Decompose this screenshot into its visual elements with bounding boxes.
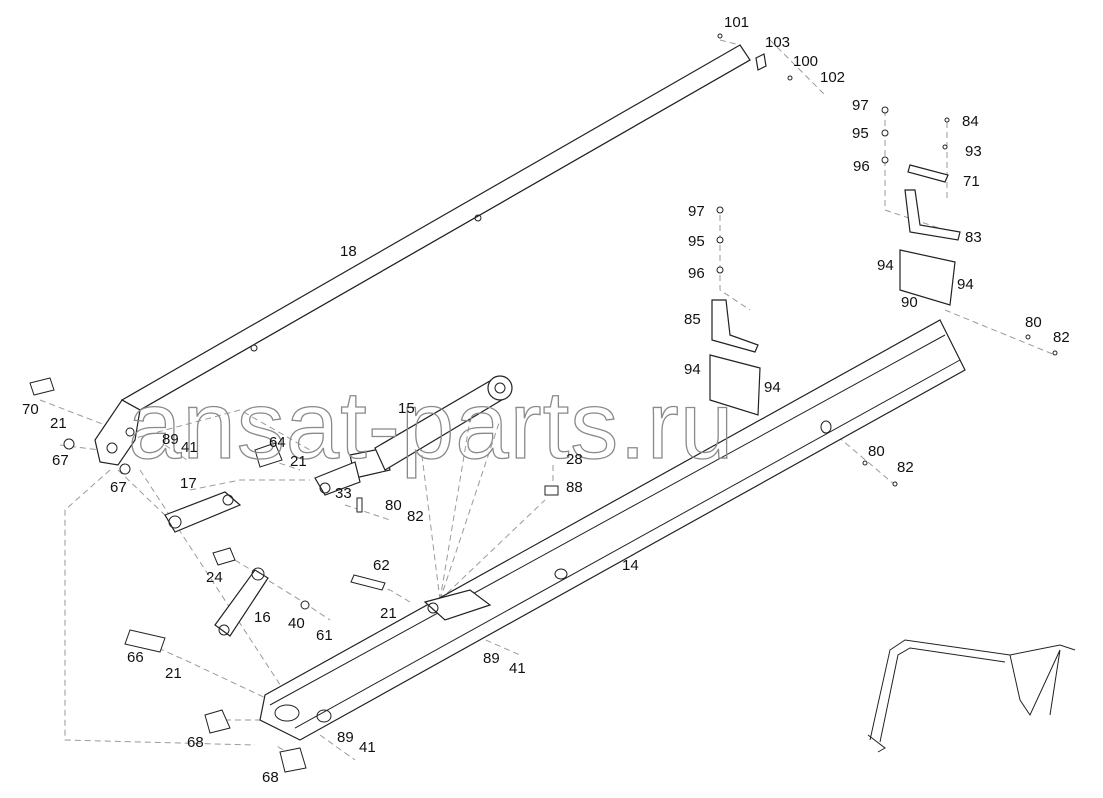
callout-15: 15 — [398, 400, 415, 417]
bracket-part-103 — [755, 53, 767, 71]
mount-bracket-part-83 — [904, 164, 961, 241]
callout-80c: 80 — [868, 443, 885, 460]
callout-64: 64 — [269, 434, 286, 451]
callout-94c: 94 — [684, 361, 701, 378]
callout-100: 100 — [793, 53, 818, 70]
callout-97b: 97 — [688, 203, 705, 220]
link-part-16 — [214, 567, 269, 637]
link-part-17 — [164, 491, 242, 533]
callout-83: 83 — [965, 229, 982, 246]
plate-part-71 — [907, 164, 949, 183]
callout-14: 14 — [622, 557, 639, 574]
callout-62: 62 — [373, 557, 390, 574]
callout-21b: 21 — [290, 453, 307, 470]
callout-41b: 41 — [509, 660, 526, 677]
callout-82a: 82 — [1053, 329, 1070, 346]
callout-66: 66 — [127, 649, 144, 666]
callout-40: 40 — [288, 615, 305, 632]
callout-90: 90 — [901, 294, 918, 311]
callout-68a: 68 — [187, 734, 204, 751]
callout-97a: 97 — [852, 97, 869, 114]
callout-33: 33 — [335, 485, 352, 502]
callout-103: 103 — [765, 34, 790, 51]
callout-102: 102 — [820, 69, 845, 86]
callout-82c: 82 — [897, 459, 914, 476]
bracket-part-85 — [711, 299, 759, 353]
callout-28: 28 — [566, 451, 583, 468]
callout-41c: 41 — [359, 739, 376, 756]
callout-93: 93 — [965, 143, 982, 160]
callout-67b: 67 — [110, 479, 127, 496]
brackets-part-90 — [709, 249, 956, 416]
callout-80b: 80 — [385, 497, 402, 514]
callout-89b: 89 — [483, 650, 500, 667]
callout-82b: 82 — [407, 508, 424, 525]
callout-89c: 89 — [337, 729, 354, 746]
callout-95a: 95 — [852, 125, 869, 142]
callout-16: 16 — [254, 609, 271, 626]
callout-80a: 80 — [1025, 314, 1042, 331]
callout-96a: 96 — [853, 158, 870, 175]
callout-18: 18 — [340, 243, 357, 260]
callout-17: 17 — [180, 475, 197, 492]
callout-21d: 21 — [165, 665, 182, 682]
callout-84: 84 — [962, 113, 979, 130]
callout-88: 88 — [566, 479, 583, 496]
hydraulic-cylinder-part-15 — [314, 375, 513, 496]
callout-24: 24 — [206, 569, 223, 586]
callout-labels: 101 103 100 102 97 84 95 93 96 71 83 97 … — [22, 14, 1070, 786]
callout-68b: 68 — [262, 769, 279, 786]
callout-95b: 95 — [688, 233, 705, 250]
callout-94b: 94 — [957, 276, 974, 293]
callout-101: 101 — [724, 14, 749, 31]
callout-71: 71 — [963, 173, 980, 190]
callout-61: 61 — [316, 627, 333, 644]
callout-41a: 41 — [181, 439, 198, 456]
callout-67a: 67 — [52, 452, 69, 469]
callout-21c: 21 — [380, 605, 397, 622]
upper-boom-part-18 — [94, 44, 751, 466]
callout-94d: 94 — [764, 379, 781, 396]
lower-boom-part-14 — [259, 319, 966, 741]
hardware — [29, 33, 1058, 773]
callout-21a: 21 — [50, 415, 67, 432]
callout-89a: 89 — [162, 431, 179, 448]
overview-thumbnail — [867, 639, 1076, 753]
callout-70: 70 — [22, 401, 39, 418]
callout-85: 85 — [684, 311, 701, 328]
callout-96b: 96 — [688, 265, 705, 282]
watermark-text: ansat-parts.ru — [128, 372, 734, 479]
callout-94a: 94 — [877, 257, 894, 274]
